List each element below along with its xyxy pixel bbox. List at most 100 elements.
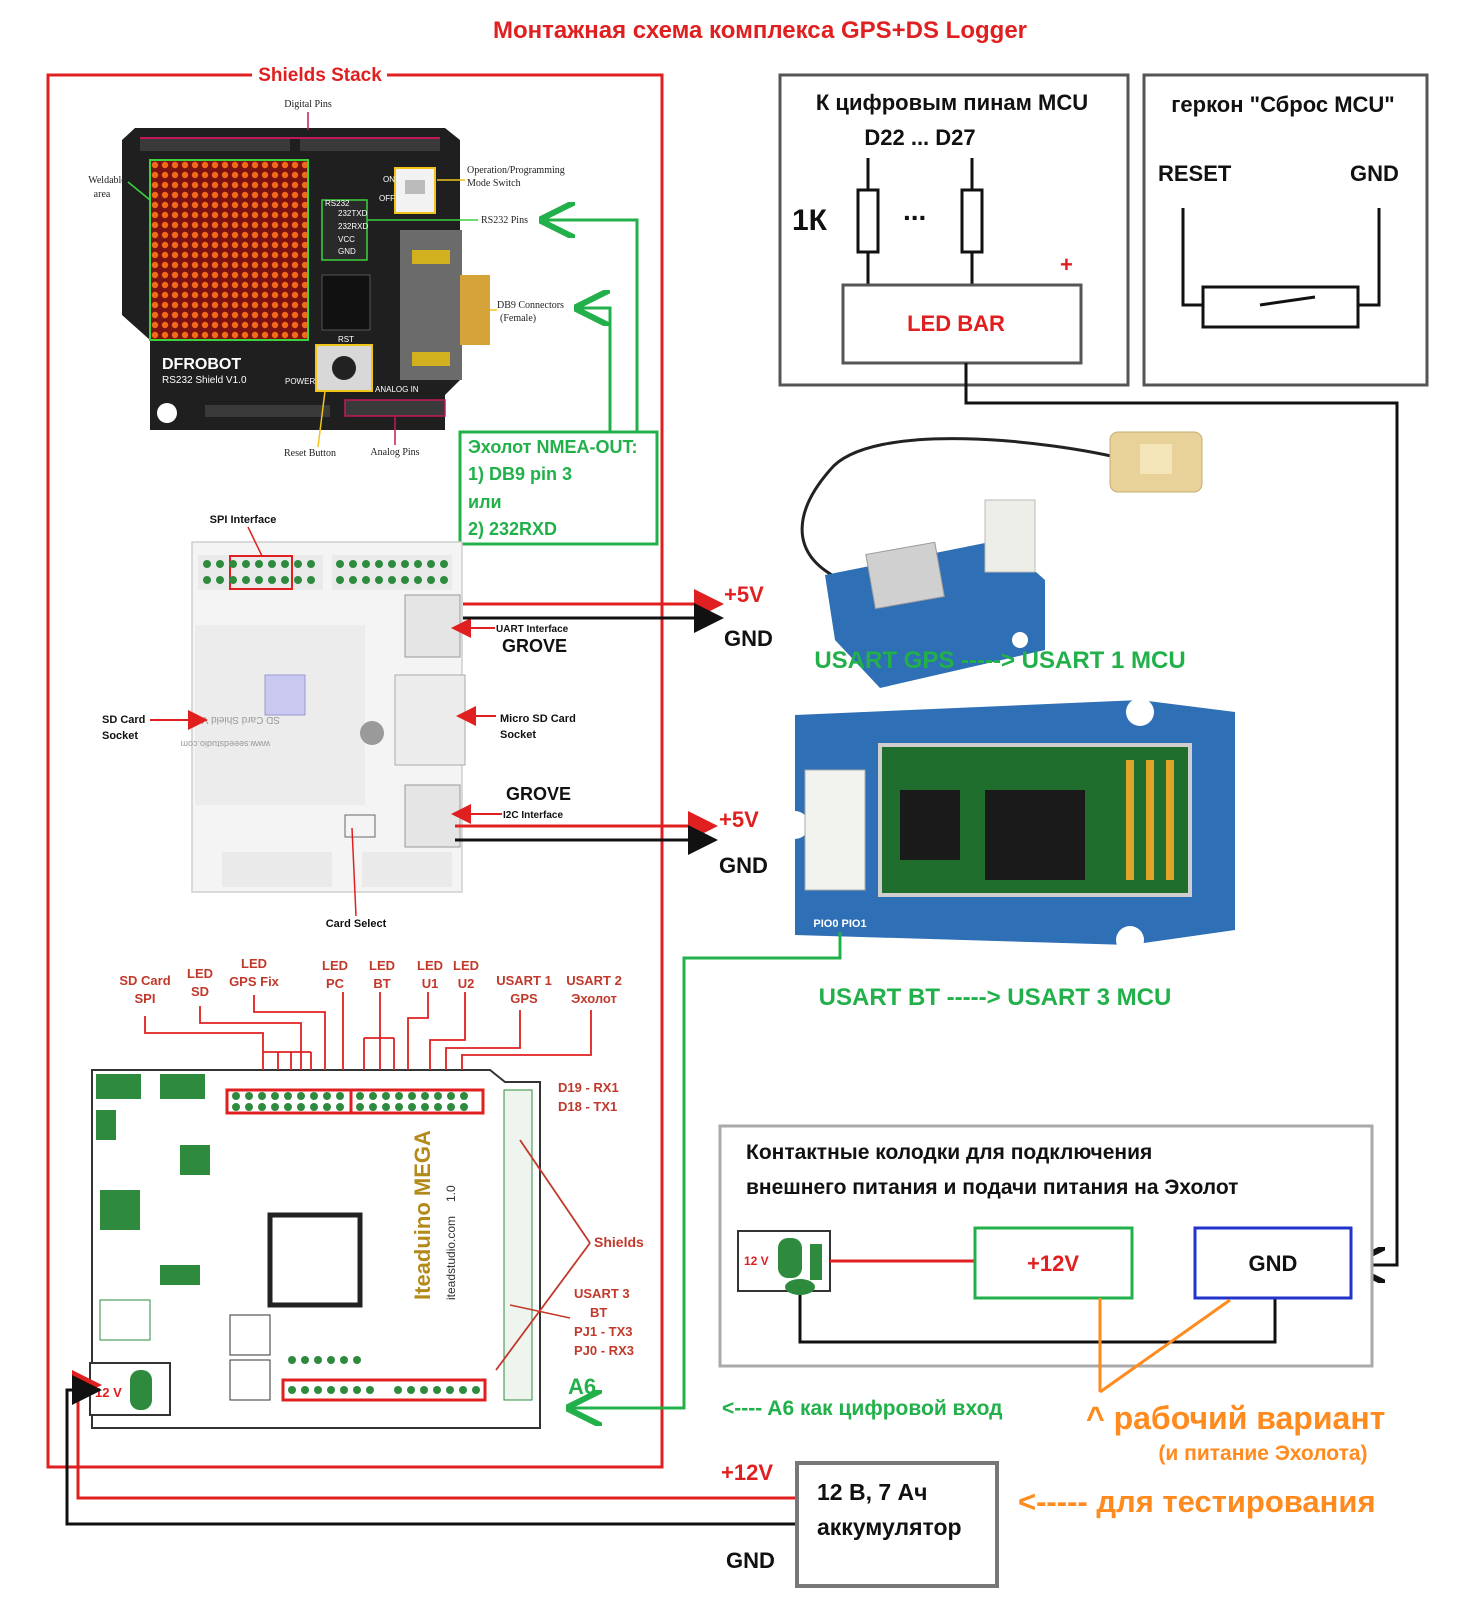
header-pin (297, 1103, 305, 1111)
header-pin (421, 1103, 429, 1111)
svg-text:area: area (94, 189, 111, 200)
header-pin (336, 576, 344, 584)
reset-button (315, 344, 373, 392)
header-pin (255, 560, 263, 568)
svg-text:12 V: 12 V (95, 1385, 122, 1400)
svg-text:RS232 Shield V1.0: RS232 Shield V1.0 (162, 375, 247, 386)
header-pin (349, 560, 357, 568)
header-pin (323, 1103, 331, 1111)
header-pin (472, 1386, 480, 1394)
bt-pins-label: PIO0 PIO1 (813, 918, 866, 930)
header-pin (245, 1103, 253, 1111)
dfrobot-logo: DFROBOT (162, 356, 241, 373)
svg-text:RS232 Pins: RS232 Pins (481, 215, 528, 226)
mega-callout-label: USART 1 (496, 973, 552, 988)
mega-callout-lines (144, 992, 592, 1070)
header-pin (216, 560, 224, 568)
header-pin (434, 1103, 442, 1111)
rs232-callouts: Digital Pins Weldable area Operation/Pro… (88, 99, 565, 459)
header-pin (336, 1103, 344, 1111)
header-pin (388, 560, 396, 568)
header-pin (460, 1092, 468, 1100)
header-pin (362, 576, 370, 584)
sounder-nmea-box: Эхолот NMEA-OUT: 1) DB9 pin 3 или 2) 232… (458, 430, 659, 546)
svg-text:12 В, 7 Ач: 12 В, 7 Ач (817, 1479, 928, 1505)
mega-callout-label: USART 2 (566, 973, 622, 988)
header-pin (307, 576, 315, 584)
svg-text:GROVE: GROVE (506, 784, 571, 804)
mega-callout-label: LED (369, 958, 395, 973)
header-pin (288, 1356, 296, 1364)
header-pin (382, 1092, 390, 1100)
mega-callout-label: BT (373, 976, 390, 991)
header-pin (382, 1103, 390, 1111)
mega-callout-label: LED (187, 966, 213, 981)
header-pin (369, 1103, 377, 1111)
bt-module: PIO0 PIO1 USART BT -----> USART 3 MCU (781, 698, 1235, 1011)
svg-text:SPI Interface: SPI Interface (210, 514, 277, 526)
mega-callout-label: GPS (510, 991, 538, 1006)
header-pin (232, 1092, 240, 1100)
header-pin (301, 1386, 309, 1394)
header-pin (353, 1386, 361, 1394)
svg-text:внешнего питания и подачи пита: внешнего питания и подачи питания на Эхо… (746, 1176, 1238, 1199)
testing-note: <----- для тестирования (1018, 1484, 1376, 1519)
header-pin (407, 1386, 415, 1394)
gps-gnd-label: GND (724, 626, 773, 651)
header-pin (323, 1092, 331, 1100)
svg-text:iteadstudio.com: iteadstudio.com (444, 1216, 458, 1300)
header-pin (395, 1103, 403, 1111)
svg-text:OFF: OFF (379, 194, 395, 203)
header-pin (408, 1092, 416, 1100)
header-pin (336, 560, 344, 568)
gps-5v-label: +5V (724, 582, 764, 607)
header-pin (340, 1386, 348, 1394)
svg-text:POWER: POWER (285, 377, 315, 386)
svg-text:Контактные колодки для подключ: Контактные колодки для подключения (746, 1141, 1152, 1164)
svg-text:Socket: Socket (500, 729, 536, 741)
bt-gnd-label: GND (719, 853, 768, 878)
mega-callout-label: LED (322, 958, 348, 973)
svg-text:аккумулятор: аккумулятор (817, 1514, 962, 1540)
svg-text:...: ... (903, 195, 926, 226)
header-pin (271, 1103, 279, 1111)
svg-text:GND: GND (338, 247, 356, 256)
micro-sd-socket (394, 674, 466, 766)
header-pin (440, 576, 448, 584)
mega-analog-header (281, 1378, 487, 1402)
header-pin (284, 1103, 292, 1111)
header-pin (401, 560, 409, 568)
header-pin (349, 576, 357, 584)
battery-gnd-label: GND (726, 1548, 775, 1573)
svg-text:www.seeedstudio.com: www.seeedstudio.com (180, 739, 271, 749)
header-pin (356, 1103, 364, 1111)
header-pin (232, 1103, 240, 1111)
header-pin (314, 1386, 322, 1394)
svg-text:A6: A6 (568, 1374, 596, 1399)
mega-callout-label: SPI (135, 991, 156, 1006)
header-pin (446, 1386, 454, 1394)
svg-text:Socket: Socket (102, 730, 138, 742)
gps-module: USART GPS -----> USART 1 MCU (800, 431, 1203, 688)
led-gnd-wire (964, 363, 1399, 1265)
svg-text:Operation/Programming: Operation/Programming (467, 165, 565, 176)
svg-text:DB9 Connectors: DB9 Connectors (497, 300, 564, 311)
svg-text:VCC: VCC (338, 235, 355, 244)
header-pin (242, 576, 250, 584)
svg-text:RS232: RS232 (325, 199, 350, 208)
diagram-title: Монтажная схема комплекса GPS+DS Logger (493, 17, 1027, 44)
svg-text:USART 3: USART 3 (574, 1286, 630, 1301)
svg-text:К цифровым пинам MCU: К цифровым пинам MCU (816, 90, 1088, 115)
shields-stack-label: Shields Stack (258, 65, 382, 86)
header-pin (459, 1386, 467, 1394)
header-pin (375, 576, 383, 584)
svg-text:GND: GND (1350, 161, 1399, 186)
header-pin (314, 1356, 322, 1364)
svg-text:Shields: Shields (594, 1234, 644, 1250)
header-pin (294, 576, 302, 584)
rs232-shield: RS232 232TXD 232RXD VCC GND ON OFF RST P… (122, 128, 490, 430)
svg-text:Micro SD Card: Micro SD Card (500, 713, 576, 725)
working-variant-sub: (и питание Эхолота) (1158, 1442, 1367, 1465)
weldable-area (149, 159, 309, 341)
